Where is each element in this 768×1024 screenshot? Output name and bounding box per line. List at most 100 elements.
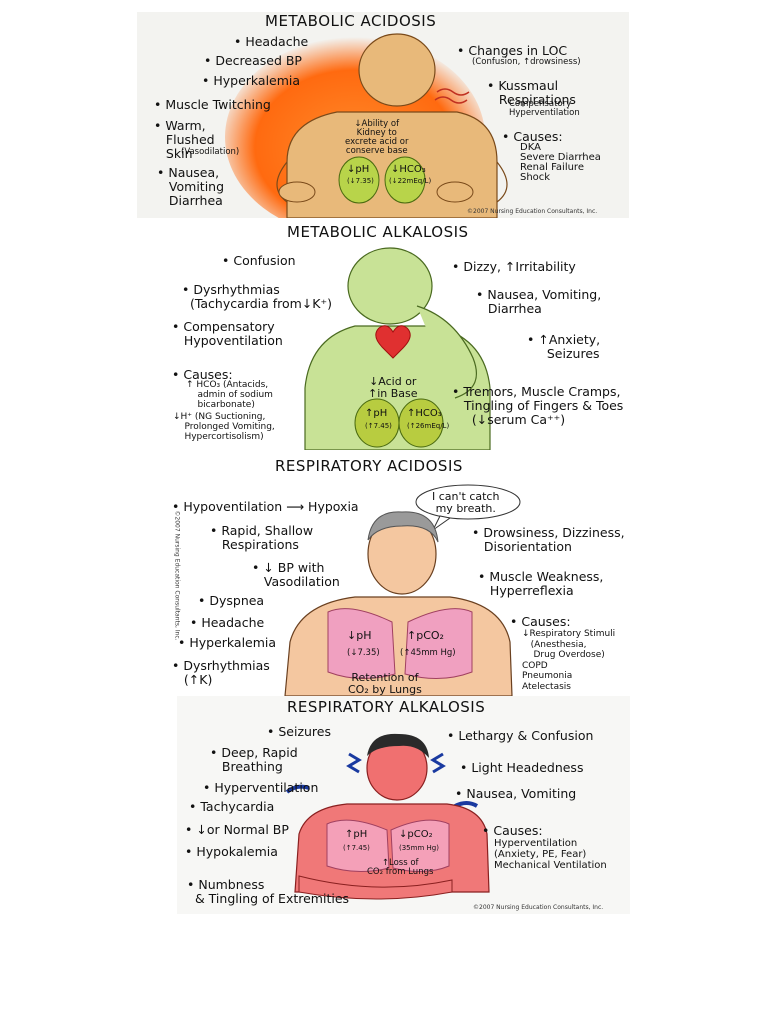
pco2-label: ↓pCO₂ [399,829,433,840]
hco3-value: (↓22mEq/L) [389,177,432,185]
pco2-label: ↑pCO₂ [407,629,444,642]
loc-note: (Confusion, ↑drowsiness) [472,57,581,67]
panel-title: METABOLIC ACIDOSIS [265,12,437,30]
right-lung [390,819,450,872]
heart [375,325,411,359]
ph-label: ↓pH [347,164,370,175]
right-lung [404,608,473,680]
shiver-marks-right [430,752,446,774]
symptom-dysrhythmias: • Dysrhythmias (Tachycardia from↓K⁺) [182,282,332,311]
respiratory-alkalosis-panel: RESPIRATORY ALKALOSIS • Seizures • Deep,… [177,696,630,914]
alkalosis-figure [304,247,491,450]
crossed-arm [298,875,453,900]
speech-bubble-text: I can't catch my breath. [432,490,500,515]
raised-arm [416,305,477,399]
symptom-anxiety: • ↑Anxiety, Seizures [527,332,601,361]
panel-title: RESPIRATORY ACIDOSIS [275,457,463,475]
causes-label: • Causes: [172,367,233,382]
symptom-hypokalemia: • Hypokalemia [185,844,278,859]
head [347,247,433,325]
ph-label: ↑pH [345,829,368,840]
symptom-muscle-twitching: • Muscle Twitching [154,97,271,112]
metabolic-alkalosis-panel: METABOLIC ALKALOSIS • Confusion • Dysrhy… [155,218,640,450]
ph-value: (↑7.45) [343,844,370,852]
right-kidney [384,156,426,204]
symptom-nausea: • Nausea, Vomiting, Diarrhea [476,287,602,316]
copyright-credit: ©2007 Nursing Education Consultants, Inc… [473,904,604,911]
hco3-label: ↑HCO₃ [407,408,442,419]
head [358,33,436,107]
symptom-muscle-weakness: • Muscle Weakness, Hyperreflexia [478,569,604,598]
symptom-hypoventilation: • Hypoventilation ⟶ Hypoxia [172,499,359,514]
vasodilation-note: (Vasodilation) [181,147,240,157]
symptom-low-normal-bp: • ↓or Normal BP [185,822,289,837]
symptom-nausea: • Nausea, Vomiting [455,786,577,801]
speech-bubble [415,484,521,520]
symptom-confusion: • Confusion [222,253,296,268]
causes-list: DKA Severe Diarrhea Renal Failure Shock [520,142,601,183]
hco3-label: ↓HCO₃ [391,164,426,175]
left-lung [327,608,396,680]
symptom-hyperkalemia: • Hyperkalemia [202,73,301,88]
symptom-tremors: • Tremors, Muscle Cramps, Tingling of Fi… [452,384,624,427]
right-kidney [398,398,444,448]
causes-label: • Causes: [502,129,563,144]
symptom-numbness: • Numbness & Tingling of Extremities [187,877,350,906]
causes-label: • Causes: [510,614,571,629]
causes-list: Hyperventilation (Anxiety, PE, Fear) Mec… [494,838,607,871]
left-hand [278,181,316,203]
kidney-ability-text: ↓Ability of Kidney to excrete acid or co… [345,119,409,156]
symptom-warm-skin: • Warm, Flushed Skin [154,118,215,161]
ph-value: (↓7.35) [347,648,380,658]
left-kidney [338,156,380,204]
symptom-headache: • Headache [190,615,265,630]
respiratory-acidosis-panel: RESPIRATORY ACIDOSIS I can't catch my br… [150,452,640,696]
cause-bicarbonate: ↑ HCO₃ (Antacids, admin of sodium bicarb… [186,380,273,410]
symptom-decreased-bp: • Decreased BP [204,53,302,68]
panel-title: RESPIRATORY ALKALOSIS [287,698,486,716]
symptom-kussmaul: • Kussmaul Respirations [487,78,576,107]
dark-hair [367,733,429,758]
causes-label: • Causes: [482,823,543,838]
acidosis-figure [225,33,508,218]
ph-label: ↓pH [347,629,372,642]
symptom-nausea: • Nausea, Vomiting Diarrhea [157,165,225,208]
symptom-dizzy: • Dizzy, ↑Irritability [452,259,576,274]
symptom-hyperkalemia: • Hyperkalemia [178,635,277,650]
symptom-seizures: • Seizures [267,724,331,739]
symptom-low-bp: • ↓ BP with Vasodilation [252,560,340,589]
symptom-hyperventilation: • Hyperventilation [203,780,319,795]
hco3-value: (↑26mEq/L) [407,422,450,430]
panel-title: METABOLIC ALKALOSIS [287,223,469,241]
symptom-rapid-shallow: • Rapid, Shallow Respirations [210,523,314,552]
pco2-value: (35mm Hg) [399,844,439,852]
shiver-marks-left [346,752,362,774]
left-lung [326,819,390,872]
respiratory-alkalosis-figure [285,733,490,900]
symptom-drowsiness: • Drowsiness, Dizziness, Disorientation [472,525,625,554]
ph-label: ↑pH [365,408,388,419]
breath-lines [436,88,470,96]
symptom-hypoventilation: • Compensatory Hypoventilation [172,319,283,348]
respiratory-acidosis-figure [284,484,521,696]
causes-list: ↓Respiratory Stimuli (Anesthesia, Drug O… [522,629,616,692]
cause-hydrogen-loss: ↓H⁺ (NG Suctioning, Prolonged Vomiting, … [173,412,275,442]
retention-text: Retention of CO₂ by Lungs [348,671,422,696]
symptom-headache: • Headache [234,34,309,49]
co2-loss-text: ↑Loss of CO₂ from Lungs [367,858,434,877]
compensatory-note: Compensatory Hyperventilation [509,99,580,118]
acid-base-text: ↓Acid or ↑in Base [368,375,418,400]
copyright-credit: ©2007 Nursing Education Consultants, Inc… [173,510,181,641]
symptom-changes-loc: • Changes in LOC [457,43,568,58]
ph-value: (↓7.35) [347,177,374,185]
symptom-deep-breathing: • Deep, Rapid Breathing [210,745,298,774]
copyright-credit: ©2007 Nursing Education Consultants, Inc… [467,208,598,215]
symptom-dyspnea: • Dyspnea [198,593,265,608]
gray-hair [367,511,439,543]
symptom-dysrhythmias: • Dysrhythmias (↑K) [172,658,270,687]
pco2-value: (↑45mm Hg) [400,648,456,658]
symptom-tachycardia: • Tachycardia [189,799,275,814]
symptom-lethargy: • Lethargy & Confusion [447,728,594,743]
symptom-light-headedness: • Light Headedness [460,760,584,775]
right-hand [436,181,474,203]
